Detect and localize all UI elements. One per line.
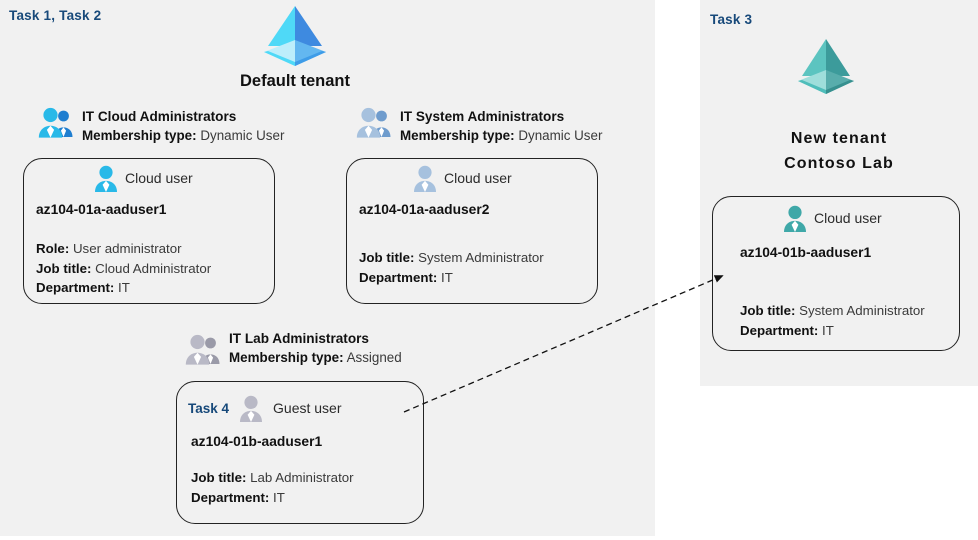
group-membership-lab-admins: Membership type: Assigned [229,348,402,368]
attr-job-title: Job title: System Administrator [740,303,925,318]
group-users-icon-cloud-admins [38,106,78,140]
user-card-header-new-tenant: Cloud user [782,204,882,232]
attr-department: Department: IT [359,269,453,285]
attr-department: Department: IT [740,322,834,338]
membership-value: Assigned [346,350,402,365]
user-type-4: Cloud user [814,210,882,226]
user-attributes-3: Job title: Lab Administrator Department:… [191,468,354,507]
user-card-az104-01b-aaduser1-guest[interactable] [176,381,424,524]
membership-value: Dynamic User [200,128,285,143]
user-card-az104-01b-aaduser1-cloud[interactable] [712,196,960,351]
task-label-3: Task 3 [710,12,753,27]
user-card-az104-01a-aaduser1[interactable] [23,158,275,304]
user-type-2: Cloud user [444,170,512,186]
group-users-icon-lab-admins [185,333,225,367]
task-label-1-2: Task 1, Task 2 [9,8,102,23]
attr-job-title: Job title: System Administrator [359,250,544,265]
attr-role: Role: User administrator [36,241,182,256]
membership-value: Dynamic User [518,128,603,143]
user-card-header-az104-01a-aaduser1: Cloud user [93,164,193,192]
default-tenant-title: Default tenant [239,72,350,90]
group-users-icon-system-admins [356,106,396,140]
azure-ad-tenant-icon-new [793,36,859,96]
attr-department: Department: IT [191,489,285,505]
new-tenant-title-line2: Contoso Lab [784,155,894,172]
user-card-header-guest: Task 4 Guest user [188,394,342,422]
cloud-user-icon-2 [412,164,438,192]
group-membership-system-admins: Membership type: Dynamic User [400,126,602,146]
attr-job-title: Job title: Cloud Administrator [36,260,212,276]
membership-label: Membership type: [82,128,197,143]
group-name-lab-admins: IT Lab Administrators [229,331,369,346]
attr-department: Department: IT [36,280,130,295]
attr-job-title: Job title: Lab Administrator [191,470,354,485]
user-attributes-1: Role: User administrator Job title: Clou… [36,239,211,298]
user-attributes-4: Job title: System Administrator Departme… [740,301,925,340]
user-type-1: Cloud user [125,170,193,186]
group-name-system-admins: IT System Administrators [400,109,565,124]
cloud-user-icon-3 [782,204,808,232]
guest-user-icon [238,394,264,422]
group-name-cloud-admins: IT Cloud Administrators [82,109,237,124]
user-card-header-az104-01a-aaduser2: Cloud user [412,164,512,192]
new-tenant-title-line1: New tenant [790,130,888,147]
azure-ad-tenant-icon-default [258,2,332,68]
group-membership-cloud-admins: Membership type: Dynamic User [82,126,284,146]
user-type-3: Guest user [273,400,342,416]
user-name-az104-01a-aaduser1: az104-01a-aaduser1 [36,202,167,217]
user-name-guest: az104-01b-aaduser1 [191,434,323,449]
membership-label: Membership type: [400,128,515,143]
user-attributes-2: Job title: System Administrator Departme… [359,248,544,287]
user-name-new-tenant: az104-01b-aaduser1 [740,245,872,260]
user-name-az104-01a-aaduser2: az104-01a-aaduser2 [359,202,490,217]
cloud-user-icon-1 [93,164,119,192]
task-label-4: Task 4 [188,400,230,416]
default-tenant-panel [0,0,655,536]
membership-label: Membership type: [229,350,344,365]
